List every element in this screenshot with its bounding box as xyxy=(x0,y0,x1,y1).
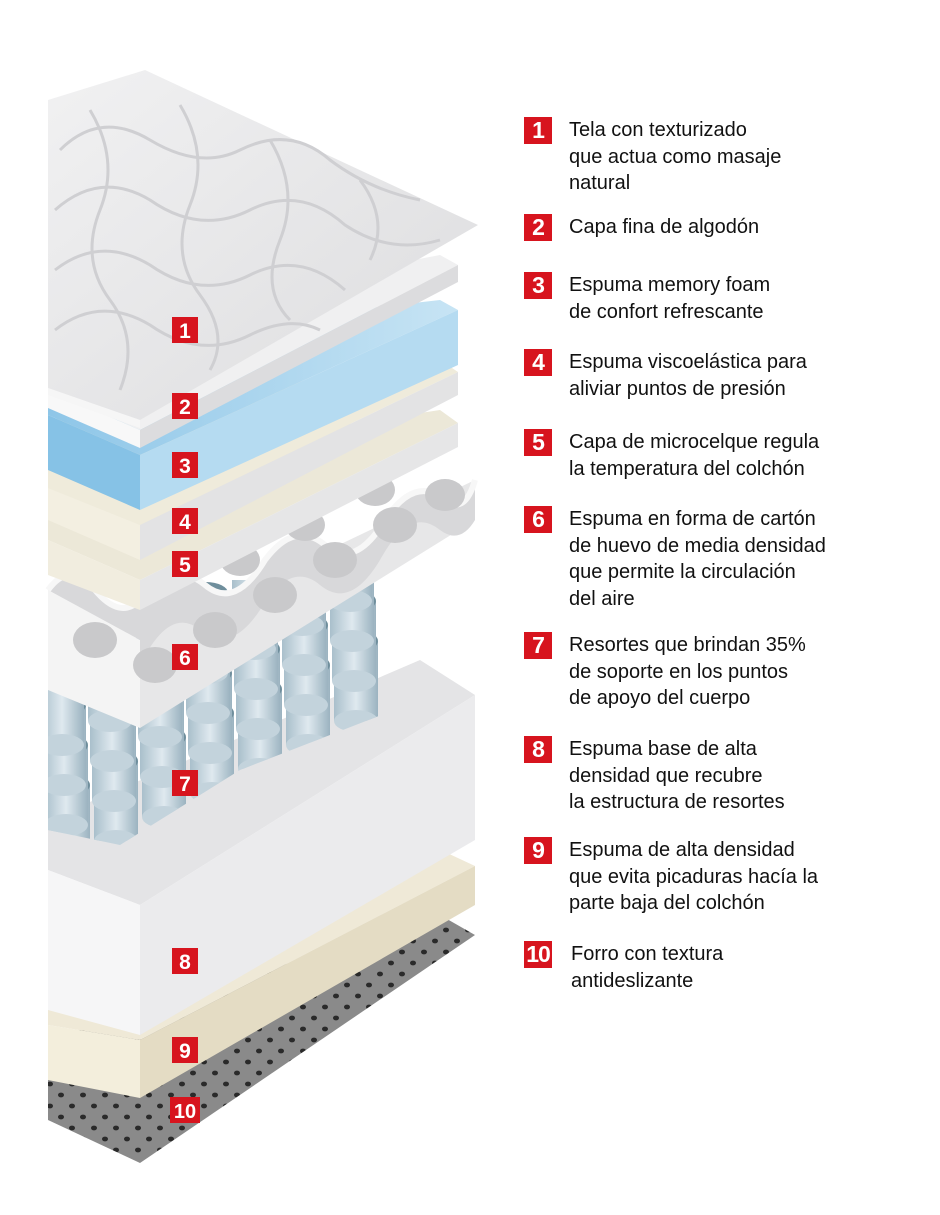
spring-base xyxy=(138,726,182,748)
spring-base xyxy=(236,718,280,740)
spring-base xyxy=(90,750,134,772)
legend-description: Resortes que brindan 35% de soporte en l… xyxy=(569,634,806,709)
legend-description: Espuma en forma de cartón de huevo de me… xyxy=(569,508,826,610)
svg-text:9: 9 xyxy=(179,1040,191,1063)
spring-base xyxy=(234,678,278,700)
legend-description: Capa fina de algodón xyxy=(569,216,760,238)
badge-9: 9 xyxy=(172,1037,198,1063)
svg-text:4: 4 xyxy=(179,511,191,534)
legend-badge: 3 xyxy=(524,272,552,299)
badge-3: 3 xyxy=(172,452,198,478)
badge-4: 4 xyxy=(172,508,198,534)
badge-6: 6 xyxy=(172,644,198,670)
badge-1: 1 xyxy=(172,317,198,343)
layer-8-base-foam xyxy=(48,660,475,1035)
legend-badge: 6 xyxy=(524,506,552,533)
svg-text:1: 1 xyxy=(179,320,191,343)
layer-1-quilted-fabric xyxy=(48,70,478,428)
legend-badge: 8 xyxy=(524,736,552,763)
legend-badge: 10 xyxy=(524,941,552,968)
legend-description: Capa de microcelque regula la temperatur… xyxy=(569,431,820,480)
svg-text:6: 6 xyxy=(179,647,191,670)
legend-badge: 1 xyxy=(524,117,552,144)
legend-badge: 7 xyxy=(524,632,552,659)
svg-text:8: 8 xyxy=(179,951,191,974)
spring-base xyxy=(330,630,374,652)
legend-badge: 2 xyxy=(524,214,552,241)
badge-8: 8 xyxy=(172,948,198,974)
spring-base xyxy=(188,742,232,764)
legend-description: Espuma de alta densidad que evita picadu… xyxy=(569,839,819,914)
badge-10: 10 xyxy=(170,1097,200,1123)
badge-5: 5 xyxy=(172,551,198,577)
layer-legend: 1 Tela con texturizado que actua como ma… xyxy=(522,0,922,1215)
legend-description: Espuma memory foam de confort refrescant… xyxy=(569,274,771,323)
svg-text:10: 10 xyxy=(174,1101,196,1123)
layer-6-egg-crate-foam xyxy=(45,474,478,728)
spring-base xyxy=(282,654,326,676)
mattress-layers-illustration: 1 2 3 4 5 6 7 8 xyxy=(45,70,478,1163)
svg-text:7: 7 xyxy=(179,773,191,796)
spring-base xyxy=(332,670,376,692)
legend-badge: 4 xyxy=(524,349,552,376)
spring-base xyxy=(48,814,88,836)
spring-cap xyxy=(328,510,372,532)
spring-base xyxy=(48,734,84,756)
badge-2: 2 xyxy=(172,393,198,419)
svg-text:3: 3 xyxy=(179,455,191,478)
legend-badge: 9 xyxy=(524,837,552,864)
legend-description: Espuma viscoelástica para aliviar puntos… xyxy=(569,351,807,400)
svg-text:5: 5 xyxy=(179,554,191,577)
spring-base xyxy=(284,694,328,716)
spring-base xyxy=(48,774,86,796)
spring-base xyxy=(186,702,230,724)
spring-base xyxy=(94,830,138,845)
spring-base xyxy=(92,790,136,812)
legend-description: Forro con textura antideslizante xyxy=(571,943,724,992)
svg-text:2: 2 xyxy=(179,396,191,419)
legend-description: Tela con texturizado que actua como masa… xyxy=(569,119,782,194)
badge-7: 7 xyxy=(172,770,198,796)
layer-10-non-slip-cover xyxy=(48,915,475,1163)
legend-badge: 5 xyxy=(524,429,552,456)
legend-description: Espuma base de alta densidad que recubre… xyxy=(569,738,785,813)
layer-badges: 1 2 3 4 5 6 7 8 xyxy=(170,317,200,1123)
